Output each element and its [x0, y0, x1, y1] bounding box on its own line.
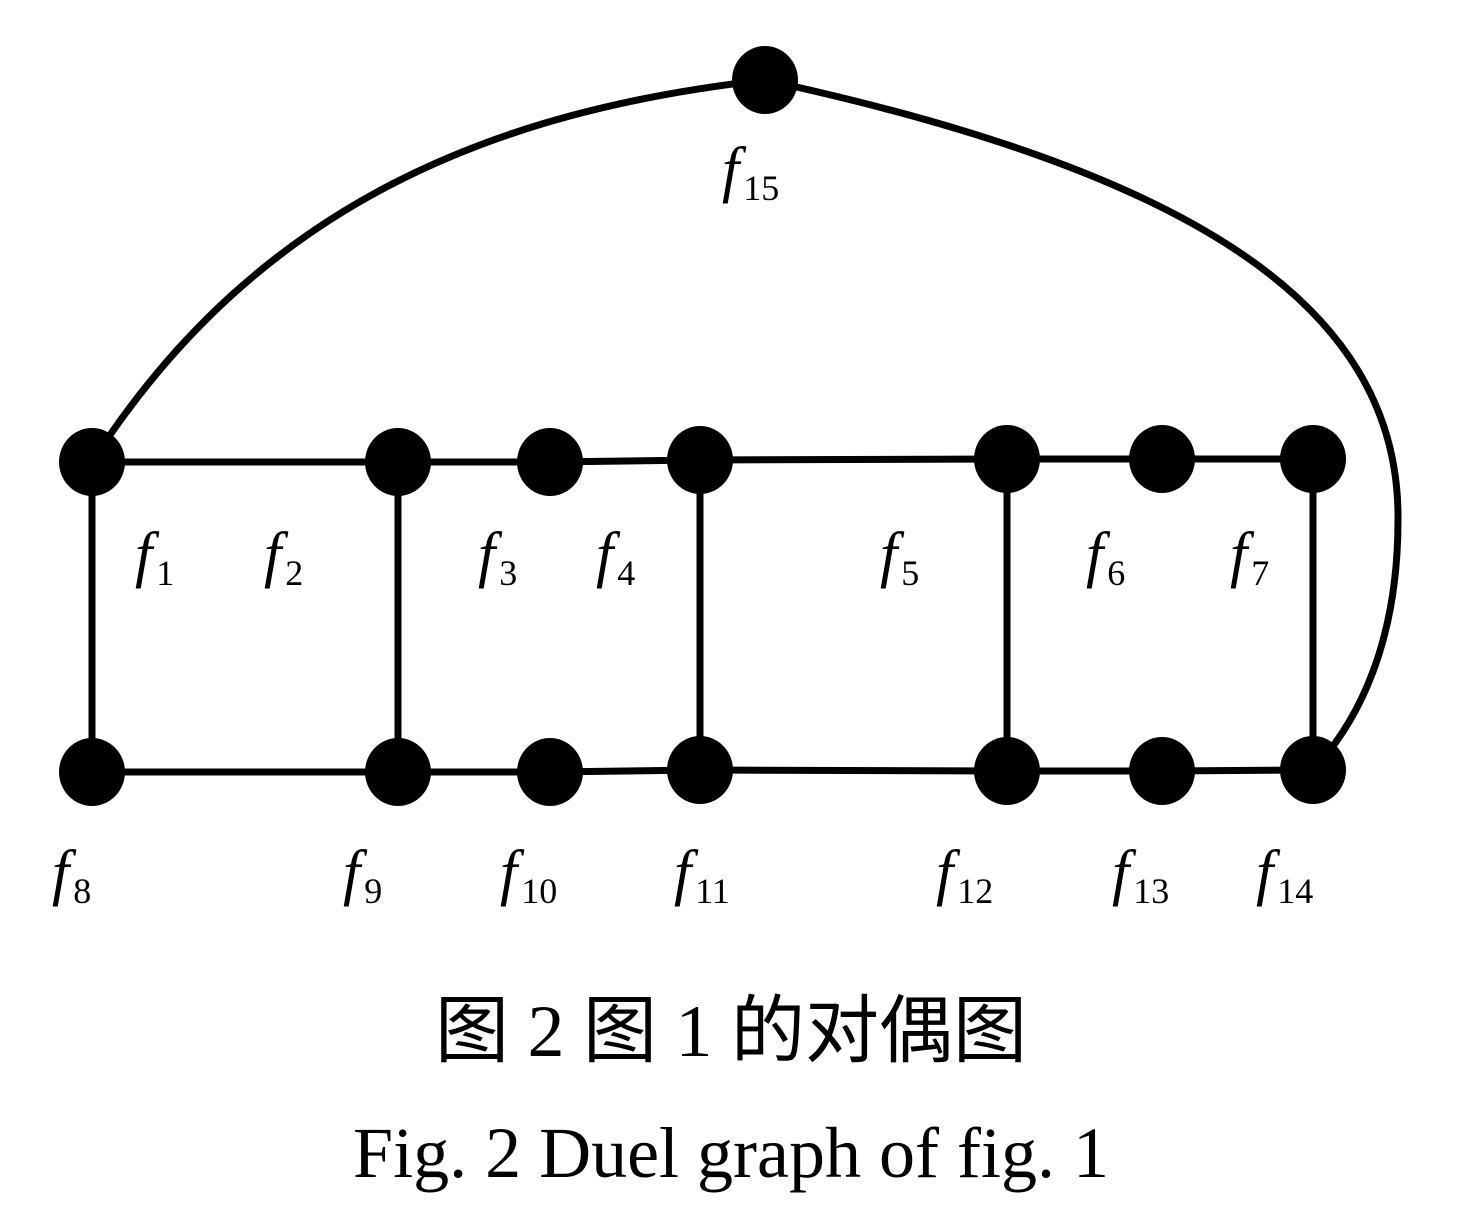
node-f11	[667, 736, 733, 804]
caption-english: Fig. 2 Duel graph of fig. 1	[353, 1113, 1109, 1193]
graph-nodes	[59, 46, 1346, 806]
node-f15	[732, 46, 798, 114]
node-f14	[1280, 736, 1346, 804]
edge-f15-f14	[761, 76, 1402, 774]
node-t3	[517, 428, 583, 496]
node-t5	[974, 425, 1040, 493]
edge-t4-t5	[696, 455, 1011, 464]
node-t4	[667, 426, 733, 494]
edge-f11-f12	[696, 766, 1011, 775]
edge-t1-f15	[88, 76, 769, 466]
node-f13	[1129, 737, 1195, 805]
node-f10	[517, 738, 583, 806]
node-t6	[1129, 425, 1195, 493]
caption-chinese: 图 2 图 1 的对偶图	[435, 991, 1027, 1073]
node-t2	[365, 428, 431, 496]
node-t1	[59, 428, 125, 496]
node-f8	[59, 738, 125, 806]
node-t7	[1280, 425, 1346, 493]
node-f12	[974, 737, 1040, 805]
node-f9	[365, 738, 431, 806]
